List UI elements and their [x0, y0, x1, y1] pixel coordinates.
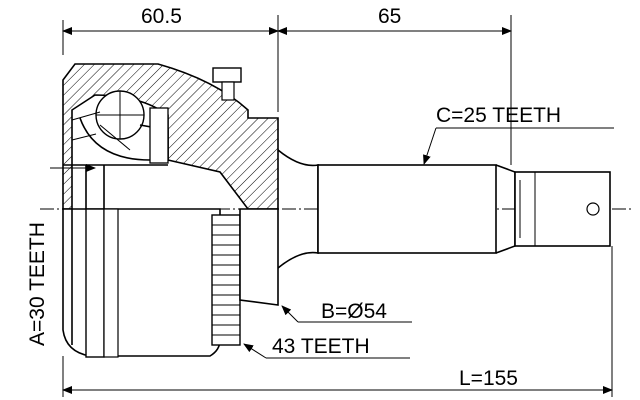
callout-seal-leader: [281, 305, 299, 323]
lower-groove-1: [85, 208, 105, 358]
callout-outer-spline-leader: [423, 127, 437, 165]
abs-tone-ring: [211, 214, 241, 346]
cage-detail-lines: [71, 111, 131, 151]
dim-label-65: 65: [378, 5, 401, 28]
callout-seal-diameter: B=Ø54: [321, 300, 387, 323]
abs-ring-upper-neck: [221, 81, 235, 101]
lower-flange: [239, 208, 279, 306]
bottom-dimension-group: L=155: [62, 246, 613, 397]
callouts: C=25 TEETH A=30 TEETH B=Ø54 43 TEETH: [26, 104, 614, 359]
stub-shaft: [239, 149, 611, 306]
callout-abs-ring: 43 TEETH: [272, 335, 370, 358]
center-hole: [586, 202, 600, 216]
shaft-thread-end: [514, 171, 611, 247]
top-dimension-group: 60.5 65: [62, 5, 512, 165]
outer-race-housing: [62, 63, 279, 210]
abs-ring-upper-block: [212, 67, 242, 83]
callout-abs-leader: [243, 343, 267, 359]
inner-race-spline-block: [149, 107, 169, 164]
housing-hatched-section: [62, 63, 279, 210]
lower-groove-2: [103, 208, 119, 358]
dim-label-60-5: 60.5: [141, 5, 182, 28]
abs-ring-body: [211, 214, 241, 346]
callout-inner-spline: A=30 TEETH: [26, 222, 49, 346]
inner-race-assembly: [71, 90, 169, 164]
callout-outer-spline: C=25 TEETH: [436, 104, 561, 127]
lower-body: [62, 164, 221, 358]
shaft-body: [317, 164, 497, 254]
dim-label-overall: L=155: [459, 367, 518, 390]
